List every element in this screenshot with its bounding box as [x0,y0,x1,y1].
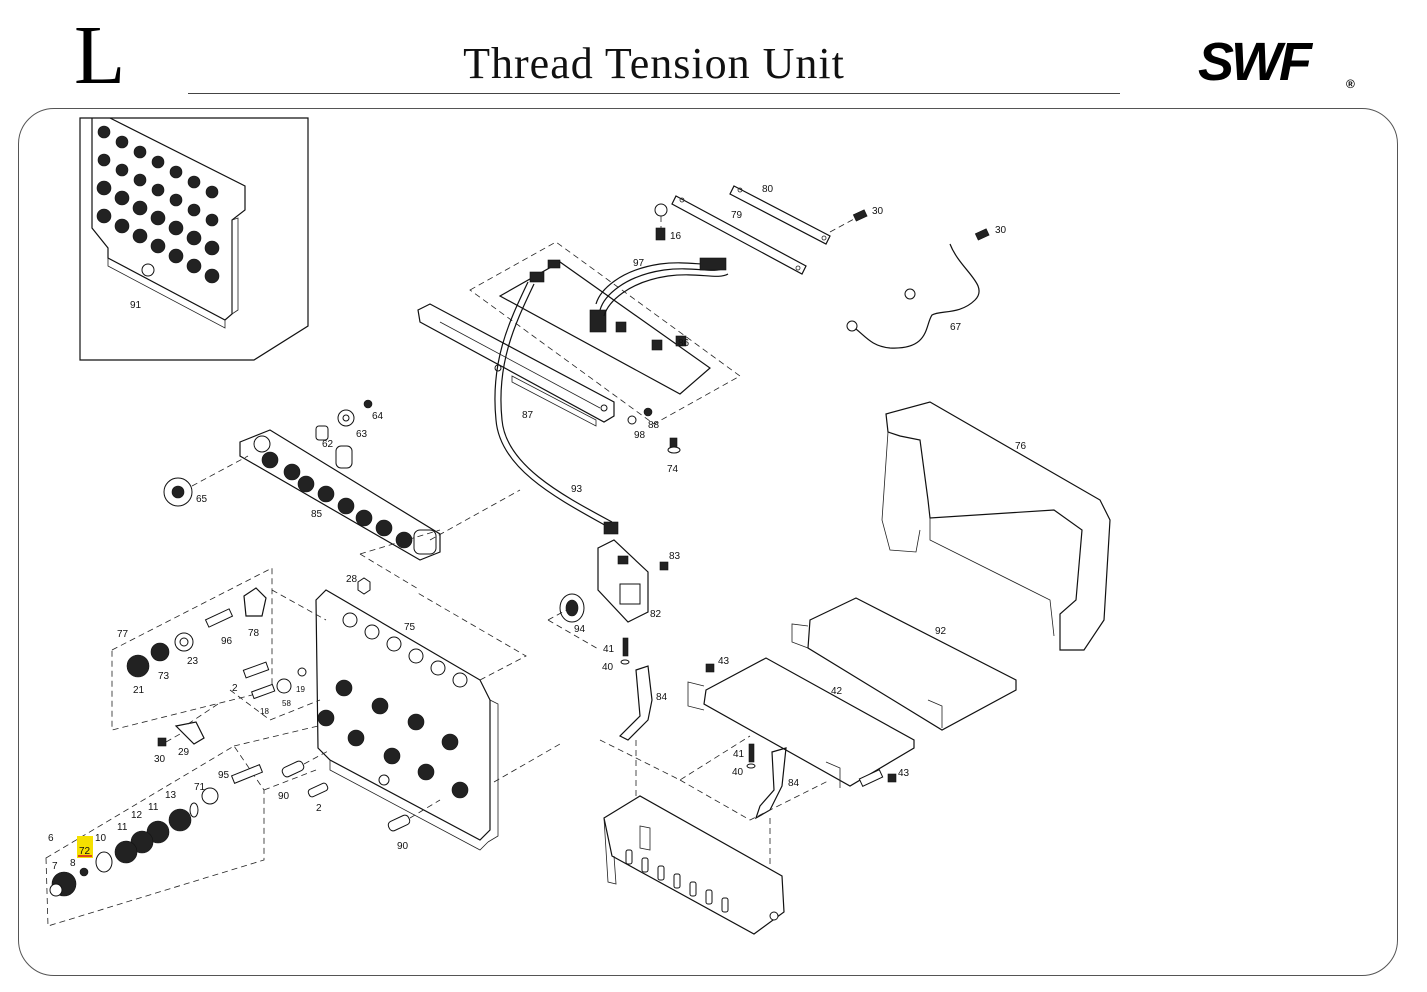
screw-30-top [829,209,868,233]
callout-16: 16 [670,231,682,242]
callout-13: 13 [165,790,177,801]
screws-lower: 90 2 90 [278,749,441,852]
callout-87: 87 [522,410,534,421]
callout-65: 65 [196,494,208,505]
callout-64: 64 [372,411,384,422]
callout-78: 78 [248,628,260,639]
callout-84-b: 84 [788,778,800,789]
tension-assembly-77: 78 77 96 23 73 21 2 19 18 58 [111,567,327,731]
callout-12: 12 [131,810,143,821]
callout-96: 96 [221,636,233,647]
callout-94: 94 [574,624,586,635]
lever-84-lower: 41 40 84 43 [732,743,910,868]
plate-42: 42 [687,657,915,788]
callout-82: 82 [650,609,662,620]
callout-97: 67 [950,322,962,333]
callout-95: 95 [218,770,230,781]
callout-92: 92 [935,626,947,637]
bracket-87: 87 [417,303,615,427]
screw-30-right [974,228,990,241]
plate-92: 92 [791,597,1017,731]
callout-63: 63 [356,429,368,440]
callout-43-a: 43 [718,656,730,667]
title-underline [188,93,1120,94]
callout-74: 74 [667,464,679,475]
callout-29: 29 [178,747,190,758]
callout-23: 23 [187,656,199,667]
callout-79: 79 [731,210,743,221]
highlight-72 [77,836,93,858]
callout-71: 71 [194,782,206,793]
small-hardware-upper: 64 63 62 88 98 74 [315,399,681,475]
lever-84-upper: 41 40 84 43 [602,637,730,800]
inset-knob-grid [96,125,220,284]
callout-28: 28 [346,574,358,585]
cover-76: 76 [881,401,1111,651]
callout-10: 10 [95,833,107,844]
callout-6: 6 [48,833,54,844]
roller-rail-85: 65 85 [163,429,521,591]
callout-40-a: 40 [602,662,614,673]
plate-holes [317,612,469,799]
callout-18: 18 [260,707,269,716]
callout-86: 86 [678,338,690,349]
callout-41-a: 41 [603,644,615,655]
logo-text: SWF [1198,32,1314,92]
lever-guide-lines [599,735,831,821]
callout-73: 73 [158,671,170,682]
callout-43-b: 43 [898,768,910,779]
frame-slots [625,849,729,913]
callout-67: 97 [633,258,645,269]
callout-85: 85 [311,509,323,520]
section-letter: L [74,9,126,102]
lever-29: 29 30 [154,703,219,765]
callout-41-b: 41 [733,749,745,760]
callout-30-b: 30 [995,225,1007,236]
sensor-pcb-82: 83 82 94 [547,539,681,651]
callout-90-a: 90 [278,791,290,802]
wire-harness-93: 93 [494,281,619,535]
callout-62: 62 [322,439,334,450]
callout-30-c: 30 [154,754,166,765]
callout-76: 76 [1015,441,1027,452]
callout-30-a: 30 [872,206,884,217]
logo-registered-mark: ® [1346,77,1355,91]
callout-58: 58 [282,699,291,708]
callout-11-b: 11 [117,822,128,833]
callout-75: 75 [404,622,416,633]
page-title: Thread Tension Unit [463,39,845,88]
callout-7: 7 [52,861,58,872]
callout-11-a: 11 [148,802,159,813]
main-pcb: 97 86 [469,241,741,425]
callout-77: 77 [117,629,129,640]
callout-21: 21 [133,685,145,696]
ground-cable: 67 [846,243,980,349]
callout-91: 91 [130,300,142,311]
base-plate-75: 28 75 [315,574,561,851]
diagram-frame [18,108,1398,976]
callout-80: 80 [762,184,774,195]
frame-base [603,795,785,935]
callout-84-a: 84 [656,692,668,703]
callout-42: 42 [831,686,843,697]
callout-93: 93 [571,484,583,495]
callout-2-a: 2 [232,683,238,694]
callout-88: 88 [648,420,660,431]
callout-19: 19 [296,685,305,694]
callout-40-b: 40 [732,767,744,778]
callout-2-b: 2 [316,803,322,814]
inset-assembled-unit: 91 [79,117,309,361]
callout-90-b: 90 [397,841,409,852]
swf-logo: SWF ® [1198,32,1355,92]
callout-98: 98 [634,430,646,441]
callout-83: 83 [669,551,681,562]
tension-assembly-lower: 95 71 13 11 12 11 10 6 72 7 8 [45,725,319,927]
top-bars: 80 79 30 30 16 [654,184,1007,275]
callout-72: 72 [79,846,91,857]
callout-8: 8 [70,858,76,869]
